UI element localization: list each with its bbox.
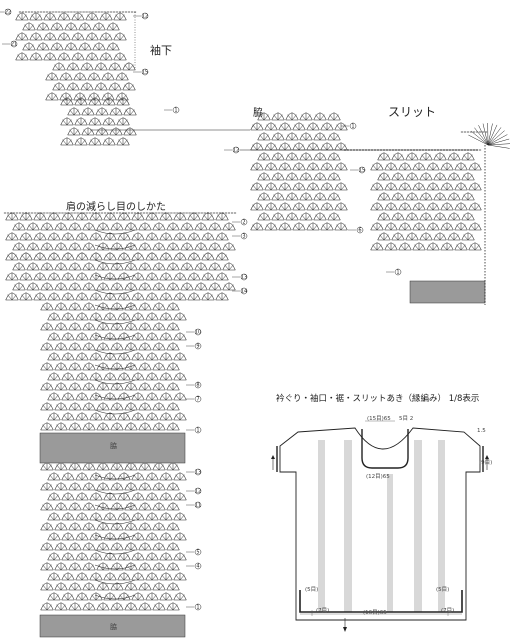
stripe bbox=[318, 440, 325, 612]
label-side: 脇 bbox=[253, 108, 263, 119]
dim-neck-depth: 5目 2 bbox=[399, 416, 414, 422]
label-shoulder-decrease: 肩の減らし目のしかた bbox=[66, 202, 166, 213]
svg-text:4: 4 bbox=[196, 564, 199, 570]
schematic-caption: 衿ぐり・袖口・裾・スリットあき（縁編み） 1/8表示 bbox=[276, 394, 480, 404]
svg-text:21: 21 bbox=[11, 42, 17, 48]
svg-text:1: 1 bbox=[174, 108, 177, 114]
svg-text:7: 7 bbox=[196, 397, 199, 403]
stripe bbox=[414, 440, 422, 612]
dim-hem-segment-right: (7目) bbox=[441, 608, 455, 614]
body-side-chart: 12 15 6 1 1 bbox=[224, 112, 482, 276]
svg-text:8: 8 bbox=[196, 383, 199, 389]
stripe bbox=[438, 440, 445, 612]
label-side-center-2: 脇 bbox=[110, 623, 117, 631]
hem-border bbox=[299, 590, 463, 613]
svg-text:3: 3 bbox=[242, 234, 245, 240]
dim-hem-right: (5目) bbox=[436, 587, 450, 593]
dim-sleeve-edge: (9目) bbox=[479, 460, 493, 466]
svg-text:22: 22 bbox=[5, 10, 11, 16]
gray-band-bottom bbox=[39, 614, 186, 638]
dim-hem-segment-left: (7目) bbox=[316, 608, 330, 614]
chart-extras bbox=[39, 12, 511, 638]
svg-text:12: 12 bbox=[233, 148, 239, 154]
garment-outline bbox=[279, 427, 481, 621]
slit-corner-fan bbox=[460, 122, 511, 149]
svg-text:2: 2 bbox=[242, 220, 245, 226]
svg-text:11: 11 bbox=[195, 503, 201, 509]
svg-text:12: 12 bbox=[142, 14, 148, 20]
stripe bbox=[387, 474, 393, 612]
svg-text:5: 5 bbox=[196, 550, 199, 556]
svg-text:15: 15 bbox=[359, 168, 365, 174]
dim-neck-front: (12目)65 bbox=[366, 474, 390, 480]
dim-neck-width: (15目)65 bbox=[367, 416, 391, 422]
svg-text:13: 13 bbox=[195, 470, 201, 476]
svg-text:1: 1 bbox=[196, 428, 199, 434]
dim-hem-center: (16目)65 bbox=[363, 610, 387, 616]
svg-text:1: 1 bbox=[196, 605, 199, 611]
neckline bbox=[361, 429, 409, 469]
gray-band-middle bbox=[39, 432, 186, 464]
sleeve-chart: 12 15 1 21 22 bbox=[0, 8, 180, 146]
svg-text:1: 1 bbox=[396, 270, 399, 276]
dim-hem-left: (5目) bbox=[305, 587, 319, 593]
svg-text:15: 15 bbox=[142, 70, 148, 76]
shoulder-chart: 2 3 13 14 10 9 8 7 1 13 12 11 5 4 1 bbox=[3, 212, 248, 611]
svg-text:13: 13 bbox=[241, 275, 247, 281]
svg-text:12: 12 bbox=[195, 489, 201, 495]
label-sleeve-bottom: 袖下 bbox=[150, 44, 172, 57]
svg-text:6: 6 bbox=[358, 228, 361, 234]
svg-text:9: 9 bbox=[196, 344, 199, 350]
dim-shoulder-drop: 1.5 bbox=[477, 428, 486, 434]
label-slit: スリット bbox=[388, 105, 437, 119]
stripe bbox=[344, 440, 352, 612]
gray-band-slit bbox=[409, 280, 486, 304]
label-side-center: 脇 bbox=[110, 442, 117, 450]
svg-text:14: 14 bbox=[241, 289, 247, 295]
garment-schematic bbox=[271, 420, 489, 632]
svg-text:1: 1 bbox=[351, 124, 354, 130]
svg-text:10: 10 bbox=[195, 330, 201, 336]
